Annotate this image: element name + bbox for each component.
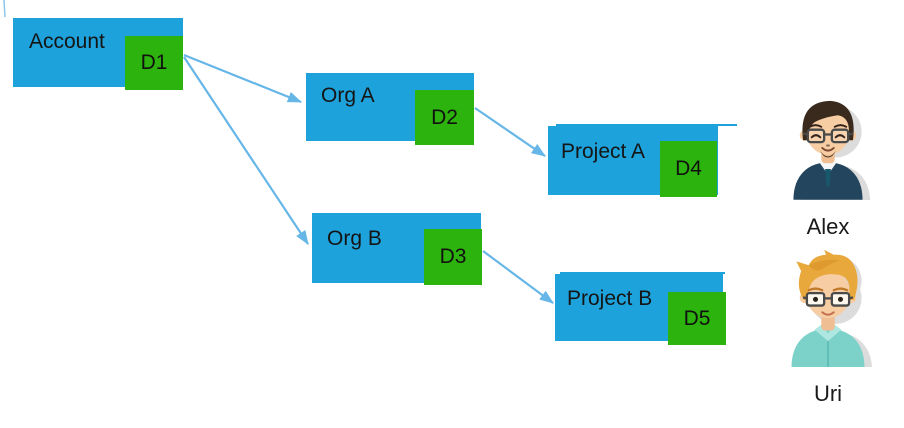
user-uri-name: Uri — [813, 381, 843, 406]
uri-avatar — [791, 249, 873, 371]
stray-edge-top-left — [3, 0, 6, 18]
project-b-shadow-line — [560, 272, 725, 274]
edge-d1-org-a — [183, 53, 303, 104]
user-uri: Uri — [780, 248, 876, 407]
badge-d3: D3 — [424, 229, 482, 285]
node-project-b-label: Project B — [567, 287, 653, 310]
node-account-label: Account — [29, 30, 105, 53]
badge-d4: D4 — [660, 141, 717, 197]
alex-avatar — [793, 100, 871, 203]
node-project-a-label: Project A — [561, 140, 646, 163]
badge-d2: D2 — [415, 90, 474, 145]
alex-hair — [802, 100, 854, 141]
badge-d1-label: D1 — [140, 51, 168, 74]
badge-d5-label: D5 — [683, 306, 711, 330]
project-a-shadow-line — [556, 124, 737, 126]
user-alex: Alex — [780, 92, 876, 240]
badge-d2-label: D2 — [431, 105, 458, 129]
edge-d3-project-b — [482, 250, 554, 304]
user-alex-name: Alex — [806, 214, 850, 239]
badge-d5: D5 — [668, 292, 726, 345]
edge-d1-org-b — [183, 56, 309, 245]
node-org-a-label: Org A — [321, 84, 375, 107]
badge-d1: D1 — [125, 36, 183, 90]
edge-d2-project-a — [474, 107, 546, 157]
badge-d4-label: D4 — [675, 157, 702, 180]
uri-hair — [796, 249, 858, 300]
badge-d3-label: D3 — [439, 245, 467, 268]
node-org-b-label: Org B — [327, 227, 382, 250]
